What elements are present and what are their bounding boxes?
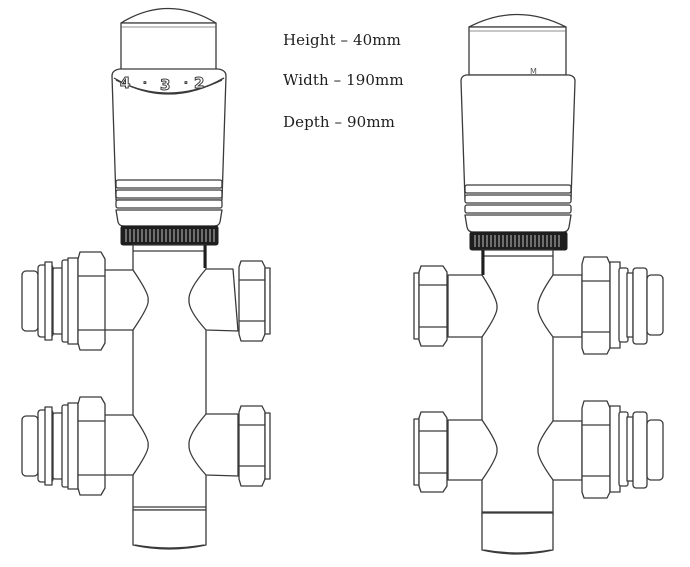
thermostatic-head-dome [120,7,217,24]
right-compression-nut-lower [238,405,271,487]
left-branch-upper [447,274,498,338]
left-tailpiece-upper [21,251,106,351]
right-compression-nut-upper [238,260,271,342]
right-tailpiece-upper [581,256,664,355]
right-branch-upper [537,274,583,338]
right-branch-lower [537,420,583,481]
thermostatic-head-body [460,74,576,201]
left-tailpiece-lower [21,396,106,496]
left-branch-upper [103,269,149,331]
left-valve: 4 · 3 · 2 [21,7,271,550]
thermostatic-head-dome [468,13,567,28]
right-branch-lower [188,413,239,477]
thermostatic-head-cap [468,26,567,76]
dial-number-4: 4 [120,74,130,92]
thermostatic-head-cap [120,22,217,74]
right-branch-upper [188,268,239,332]
svg-text:·: · [143,78,147,89]
svg-text:·: · [184,78,188,89]
width-dimension: Width – 190mm [283,71,404,89]
depth-dimension: Depth – 90mm [283,113,395,131]
valve-body [481,249,554,516]
left-branch-lower [103,414,149,476]
height-dimension: Height – 40mm [283,31,401,49]
valve-tail [481,512,554,555]
left-compression-nut-upper [413,265,448,347]
right-tailpiece-lower [581,400,664,499]
valve-tail [132,509,207,550]
dial-number-3: 3 [160,76,170,94]
marker-glyph: M [530,67,537,76]
dial-number-2: 2 [194,74,204,92]
left-branch-lower [447,419,498,481]
left-compression-nut-lower [413,411,448,493]
right-valve: M [413,13,664,555]
thermostatic-head-body [111,68,227,201]
